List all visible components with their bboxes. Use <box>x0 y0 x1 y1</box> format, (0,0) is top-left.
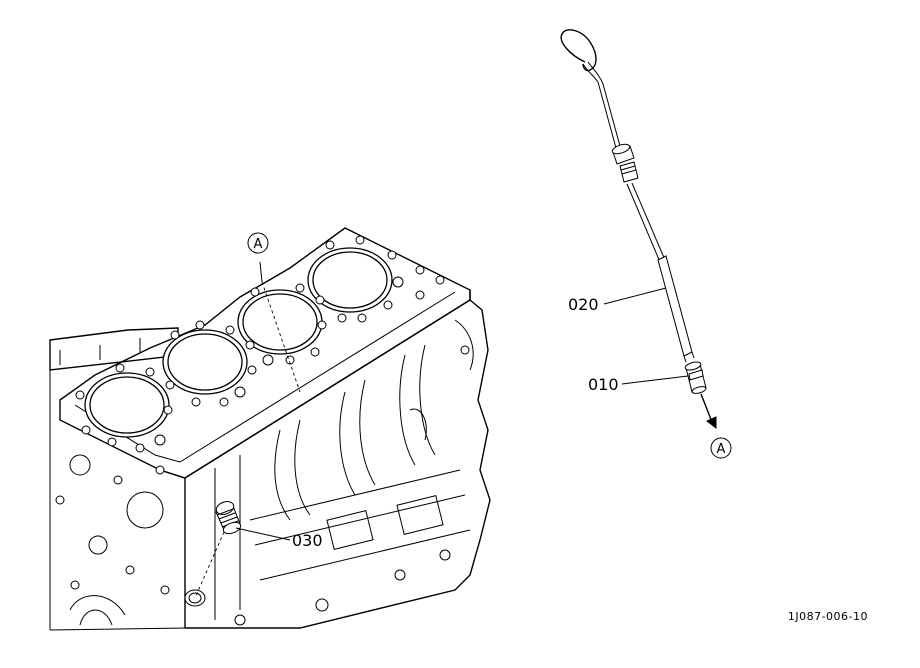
block-end-detail <box>55 338 170 626</box>
ref-mark-a-gauge-label: A <box>717 442 726 457</box>
plug-030 <box>194 501 242 599</box>
part-label-010: 010 <box>588 375 619 394</box>
ref-mark-a-gauge: A <box>710 437 732 459</box>
gauge-guide-010 <box>684 361 717 430</box>
deck-holes <box>75 235 445 453</box>
ref-mark-a-block-label: A <box>254 237 263 252</box>
ref-mark-a-block: A <box>247 232 269 254</box>
drawing-code: 1J087-006-10 <box>788 610 868 623</box>
part-label-030: 030 <box>292 531 323 550</box>
block-side-detail <box>214 319 474 626</box>
part-label-020: 020 <box>568 295 599 314</box>
leader-lines <box>235 261 689 541</box>
engine-block <box>49 227 491 631</box>
dipstick-020 <box>560 29 695 363</box>
